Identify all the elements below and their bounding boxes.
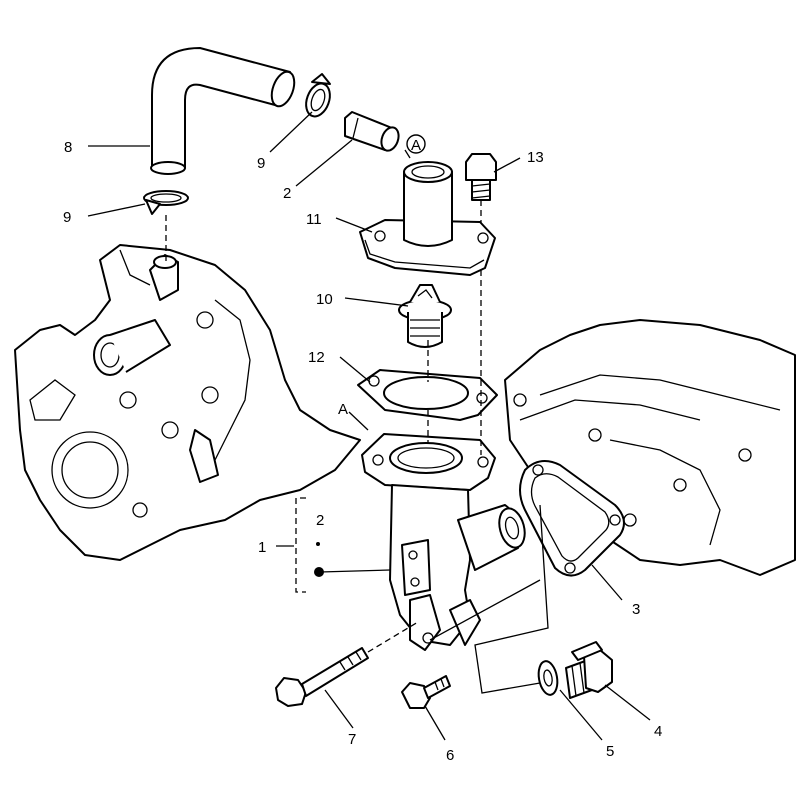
- callout-6: 6: [446, 747, 454, 764]
- thermostat-cover: [359, 161, 496, 276]
- callout-13: 13: [527, 149, 544, 166]
- connector-pipe: [344, 111, 400, 152]
- callout-8: 8: [64, 139, 72, 156]
- callout-12: 12: [308, 349, 325, 366]
- bolt-13: [465, 153, 497, 235]
- leader-lines: [87, 111, 651, 741]
- hose-clamp-left: [143, 190, 189, 262]
- thermostat: [398, 284, 452, 348]
- coolant-hose: [150, 47, 296, 175]
- drain-plug-4: [565, 641, 613, 699]
- thermostat-housing: [361, 433, 526, 651]
- callout-9-left: 9: [63, 209, 71, 226]
- washer-5: [537, 660, 559, 696]
- gasket-12: [357, 369, 498, 421]
- callout-a: A: [338, 401, 348, 418]
- callout-11: 11: [306, 211, 322, 228]
- kit-small-bullet: [316, 542, 320, 546]
- callout-9-top: 9: [257, 155, 265, 172]
- callout-10: 10: [316, 291, 333, 308]
- long-bolt: [275, 621, 419, 707]
- callout-2-kit: 2: [316, 512, 324, 529]
- callout-2-pipe: 2: [283, 185, 291, 202]
- bolt-6: [401, 675, 451, 709]
- callout-3: 3: [632, 601, 640, 618]
- gasket-3: [519, 460, 625, 577]
- engine-block-left: [14, 244, 361, 561]
- callout-5: 5: [606, 743, 614, 760]
- callout-4: 4: [654, 723, 662, 740]
- reference-a-letter: A: [411, 137, 421, 154]
- callout-1: 1: [258, 539, 266, 556]
- kit-gasket-bullet: [314, 567, 324, 577]
- hose-clamp-top: [305, 73, 331, 118]
- callout-7: 7: [348, 731, 356, 748]
- reference-a-circled: A: [406, 134, 426, 154]
